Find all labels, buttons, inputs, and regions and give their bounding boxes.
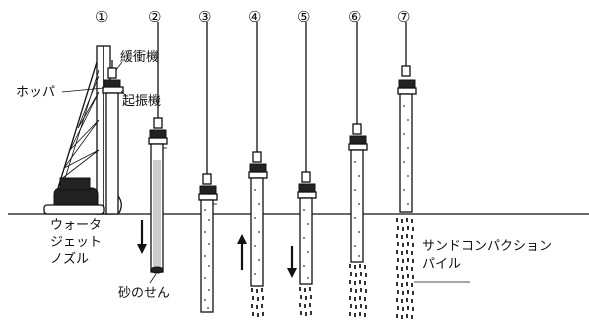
label-water-jet-1: ウォータ	[50, 218, 102, 233]
leader-sand-plug	[149, 273, 157, 284]
step-7-completed-pile	[396, 22, 417, 319]
label-water-jet-3: ノズル	[50, 251, 89, 267]
arrowhead-down-step-2	[137, 244, 147, 254]
leader-buffer	[115, 61, 123, 71]
sand-dots-step-3	[204, 209, 210, 309]
sand-plug	[150, 266, 164, 274]
step-2-casing-penetrating	[148, 22, 168, 274]
sand-column-step-4	[251, 288, 264, 317]
label-sand-compaction-pile-1: サンドコンパクション	[422, 239, 552, 254]
sand-column-step-6	[349, 264, 367, 317]
leader-vibrator	[120, 90, 127, 97]
step-number-1: ①	[95, 8, 108, 26]
label-water-jet-2: ジェット	[50, 235, 102, 250]
label-buffer: 緩衝機	[120, 50, 159, 65]
label-hopper: ホッパ	[16, 85, 55, 100]
step-number-7: ⑦	[397, 8, 410, 26]
label-sand-plug: 砂のせん	[118, 286, 170, 301]
label-sand-compaction-pile-2: パイル	[422, 257, 461, 272]
arrowhead-down-step-5	[287, 268, 297, 278]
step-number-4: ④	[248, 8, 261, 26]
step-4-casing-lifted	[248, 22, 268, 317]
step-6-repeated-compaction	[348, 22, 368, 317]
sand-compaction-pile-column	[396, 218, 414, 319]
label-vibrator: 起振機	[122, 94, 161, 109]
sand-column-step-5	[299, 287, 312, 316]
sand-fill-step-2	[153, 160, 161, 268]
step-5-casing-redriven	[297, 22, 317, 316]
step-number-3: ③	[198, 8, 211, 26]
step-3-sand-filled-casing	[198, 22, 218, 313]
step-number-6: ⑥	[348, 8, 361, 26]
step-number-2: ②	[148, 8, 161, 26]
leader-hopper	[61, 87, 105, 93]
step-number-5: ⑤	[297, 8, 310, 26]
step-1-pile-driver-machine	[43, 45, 124, 215]
arrowhead-up-step-4	[237, 234, 247, 244]
